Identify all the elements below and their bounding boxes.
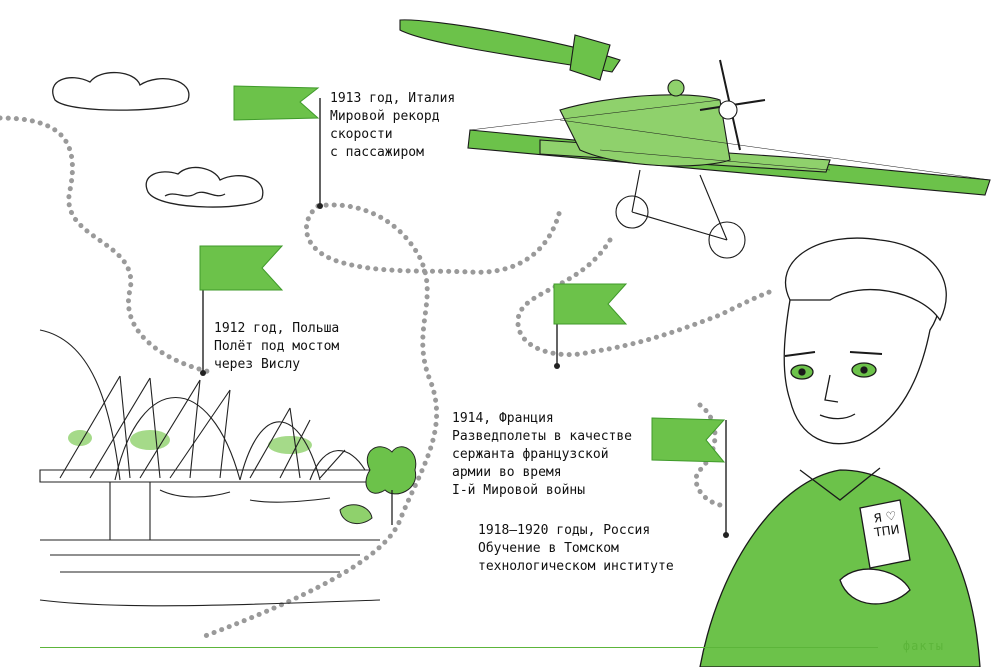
caption-line: 1912 год, Польша — [214, 321, 340, 336]
caption-line: через Вислу — [214, 357, 301, 372]
milestone-1913-caption: 1913 год, Италия Мировой рекорд скорости… — [330, 90, 455, 162]
caption-line: армии во время — [452, 465, 562, 480]
flag-1918 — [651, 417, 729, 538]
caption-line: сержанта французской — [452, 447, 609, 462]
milestone-1912-caption: 1912 год, Польша Полёт под мостом через … — [214, 320, 339, 374]
footer-divider — [40, 647, 878, 648]
cloud-icon — [145, 166, 264, 208]
caption-line: с пассажиром — [330, 145, 424, 160]
caption-line: 1914, Франция — [452, 411, 554, 426]
flag-1914 — [553, 283, 628, 369]
caption-line: 1918–1920 годы, Россия — [478, 523, 651, 538]
tpi-badge: Я ♡ ТПИ — [864, 507, 908, 540]
aviator-portrait-icon — [699, 237, 981, 667]
caption-line: скорости — [330, 127, 393, 142]
tree-icon — [339, 446, 417, 525]
cloud-icon — [52, 71, 190, 111]
flag-1912 — [199, 245, 284, 376]
caption-line: Разведполеты в качестве — [452, 429, 633, 444]
caption-line: 1913 год, Италия — [330, 91, 456, 106]
footer-label: факты — [902, 639, 944, 653]
caption-line: Полёт под мостом — [214, 339, 340, 354]
dotted-flight-path — [0, 115, 778, 639]
milestone-1918-caption: 1918–1920 годы, Россия Обучение в Томско… — [478, 522, 674, 576]
caption-line: Мировой рекорд — [330, 109, 440, 124]
bridge-icon — [39, 329, 381, 607]
caption-line: технологическом институте — [478, 559, 674, 574]
flag-1913 — [233, 85, 323, 209]
caption-line: Обучение в Томском — [478, 541, 619, 556]
caption-line: I-й Мировой войны — [452, 483, 586, 498]
biplane-icon — [399, 19, 991, 259]
milestone-1914-caption: 1914, Франция Разведполеты в качестве се… — [452, 410, 632, 500]
